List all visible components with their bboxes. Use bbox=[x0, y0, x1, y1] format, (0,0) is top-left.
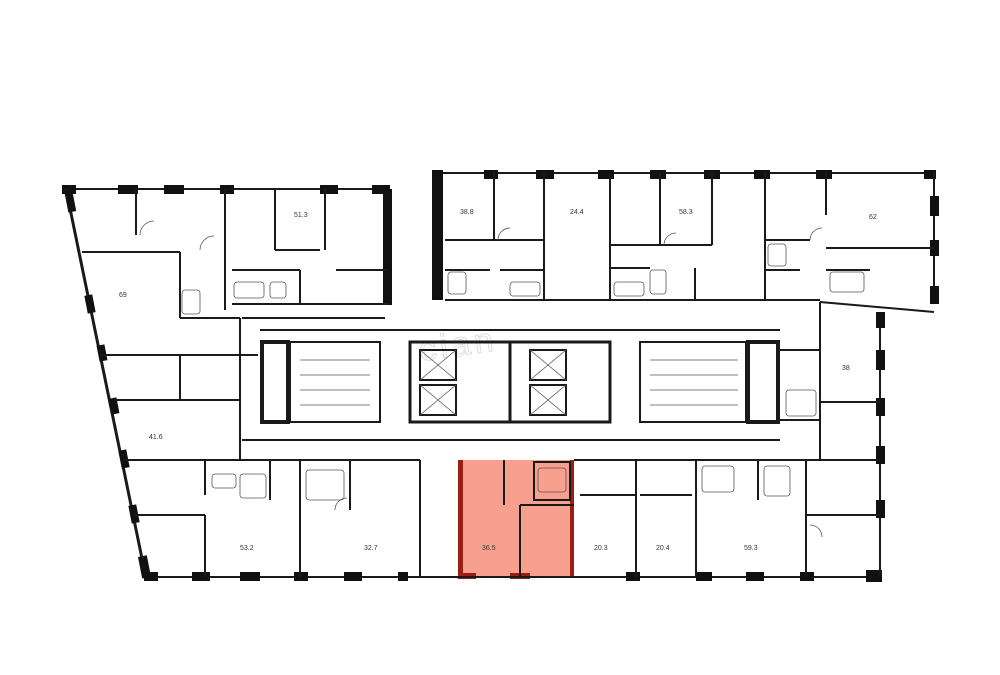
apartment-24-4[interactable]: 24.4 bbox=[546, 175, 608, 265]
apartment-area-label: 53.2 bbox=[240, 545, 254, 552]
apartment-area-label: 41.6 bbox=[149, 434, 163, 441]
apartment-32-7[interactable]: 32.7 bbox=[302, 505, 418, 575]
apartment-area-label: 38 bbox=[842, 365, 850, 372]
apartment-area-label: 38.8 bbox=[460, 209, 474, 216]
apartment-20-3[interactable]: 20.3 bbox=[576, 497, 634, 575]
apartment-area-label: 20.3 bbox=[594, 545, 608, 552]
apartment-62[interactable]: 62 bbox=[828, 175, 932, 247]
apartment-20-4[interactable]: 20.4 bbox=[638, 497, 694, 575]
highlighted-apartment-wall-right bbox=[570, 460, 574, 578]
apartment-58-3[interactable]: 58.3 bbox=[662, 175, 710, 243]
highlighted-apartment-fill bbox=[458, 460, 574, 578]
apartment-36-5[interactable]: 36.5 bbox=[463, 462, 569, 572]
apartment-area-label: 59.3 bbox=[744, 545, 758, 552]
apartment-area-label: 62 bbox=[869, 214, 877, 221]
apartment-area-label: 20.4 bbox=[656, 545, 670, 552]
apartment-53-2[interactable]: 53.2 bbox=[207, 500, 297, 574]
apartment-labels: 69 51.3 38.8 24.4 58.3 62 38 41.6 bbox=[82, 175, 932, 575]
apartment-38-8[interactable]: 38.8 bbox=[445, 175, 493, 239]
apartment-59-3[interactable]: 59.3 bbox=[698, 500, 804, 574]
apartment-area-label: 36.5 bbox=[482, 545, 496, 552]
apartment-69[interactable]: 69 bbox=[82, 252, 178, 352]
apartment-area-label: 58.3 bbox=[679, 209, 693, 216]
fixtures bbox=[139, 220, 865, 538]
apartment-51-3[interactable]: 51.3 bbox=[227, 191, 323, 269]
apartment-area-label: 32.7 bbox=[364, 545, 378, 552]
apartment-41-6[interactable]: 41.6 bbox=[114, 402, 238, 458]
highlighted-apartment bbox=[458, 460, 574, 579]
apartment-area-label: 69 bbox=[119, 292, 127, 299]
internal-walls bbox=[82, 173, 934, 577]
highlighted-apartment-wall-left bbox=[458, 460, 463, 578]
apartment-area-label: 51.3 bbox=[294, 212, 308, 219]
outer-walls bbox=[62, 170, 939, 582]
apartment-38[interactable]: 38 bbox=[822, 312, 876, 400]
apartment-area-label: 24.4 bbox=[570, 209, 584, 216]
watermark: cian bbox=[417, 321, 500, 370]
